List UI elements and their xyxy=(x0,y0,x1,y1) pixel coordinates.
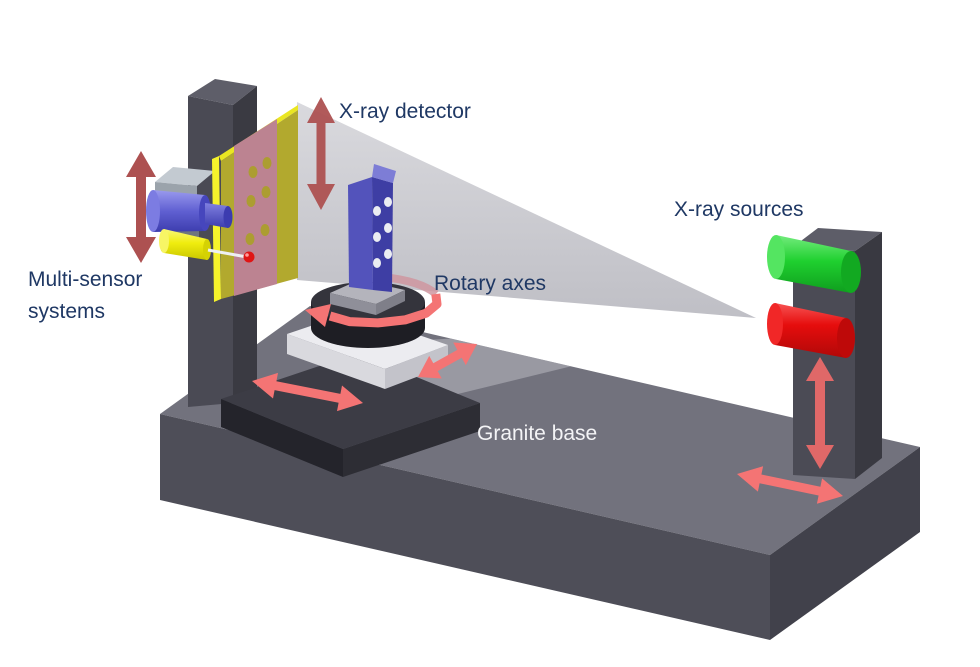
stylus-ball-highlight xyxy=(245,253,249,257)
label-granite-base: Granite base xyxy=(477,422,598,445)
stage-plate-front-right xyxy=(385,345,448,389)
probe-body xyxy=(164,229,207,260)
camera-body xyxy=(153,190,205,232)
source-z-arrow xyxy=(806,357,834,469)
label-x-ray-detector: X-ray detector xyxy=(339,100,471,123)
green-source-cylinder xyxy=(767,235,861,293)
label-multi-sensor-line2: systems xyxy=(28,300,106,323)
carriage-top xyxy=(155,167,215,186)
workpiece-top-face xyxy=(372,164,396,183)
probe-left-cap xyxy=(159,229,169,253)
camera-lens xyxy=(205,203,228,228)
adapter-front-right xyxy=(376,290,405,315)
label-multi-sensor-systems: Multi-sensor systems xyxy=(28,264,142,328)
red-source-left-cap xyxy=(767,303,783,345)
detector-z-arrow xyxy=(307,97,335,210)
workpiece xyxy=(348,164,396,292)
detector-column-top xyxy=(188,79,257,105)
green-source-left-cap xyxy=(767,235,785,279)
stage-plate-front-left xyxy=(287,334,385,389)
beam-cone xyxy=(297,102,756,318)
red-source-right-cap xyxy=(837,318,855,358)
camera-sensor xyxy=(146,190,233,232)
source-column xyxy=(793,228,882,479)
granite-base-side-face xyxy=(770,447,920,640)
rotary-arrow-head xyxy=(305,304,331,327)
tactile-probe xyxy=(159,229,255,263)
xy-stage-front-left xyxy=(221,399,343,477)
stylus-ball xyxy=(243,251,255,263)
detector-projection-spots xyxy=(245,157,272,245)
stage-x-arrow xyxy=(252,372,363,412)
probe-right-cap xyxy=(203,239,211,260)
multisensor-z-arrow xyxy=(126,151,156,263)
base-x-arrow xyxy=(737,466,843,504)
camera-body-left-cap xyxy=(146,190,160,232)
workpiece-left-face xyxy=(348,177,373,290)
xy-stage-front-right xyxy=(343,403,480,477)
probe-stylus xyxy=(207,248,248,259)
granite-base-front xyxy=(160,414,770,640)
label-x-ray-sources: X-ray sources xyxy=(674,198,804,221)
label-multi-sensor-line1: Multi-sensor xyxy=(28,268,143,291)
workpiece-holes xyxy=(373,197,392,268)
green-source-right-cap xyxy=(841,251,861,293)
red-source-cylinder xyxy=(767,303,855,358)
rotary-arrow-front xyxy=(305,293,442,328)
label-rotary-axes: Rotary axes xyxy=(434,272,547,295)
detector-beam-band xyxy=(234,119,277,296)
stage-y-arrow xyxy=(418,342,477,379)
source-column-front xyxy=(793,247,855,479)
source-column-side xyxy=(855,232,882,479)
adapter-front-left xyxy=(330,293,376,315)
camera-lens-cap xyxy=(223,206,233,228)
detector-panel-left-edge xyxy=(212,156,221,302)
red-source-body xyxy=(775,303,846,358)
detector-panel xyxy=(212,105,298,302)
green-source-body xyxy=(776,235,851,293)
